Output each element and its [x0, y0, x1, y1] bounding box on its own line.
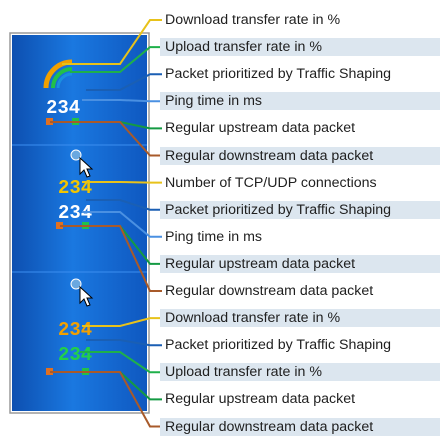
download-rate-arc — [43, 59, 73, 89]
ping-digits: 234 — [46, 97, 80, 119]
callout-label: Regular downstream data packet — [160, 146, 440, 165]
traffic-arc — [56, 72, 73, 89]
callout-line — [86, 73, 162, 91]
cursor-icon — [70, 149, 94, 178]
callout-label: Number of TCP/UDP connections — [165, 174, 377, 191]
callout-label: Regular downstream data packet — [165, 283, 374, 299]
callout-label: Download transfer rate in % — [165, 12, 341, 28]
callout-label: Ping time in ms — [165, 228, 262, 245]
callout-label: Packet prioritized by Traffic Shaping — [160, 200, 440, 219]
callout-label: Packet prioritized by Traffic Shaping — [165, 337, 392, 354]
cursor-icon — [70, 278, 94, 307]
callout-line — [82, 317, 162, 327]
callout-line — [82, 181, 162, 184]
ping-digits: 234 — [58, 202, 92, 224]
upload-rate-arc — [51, 67, 73, 89]
callout-line — [50, 121, 162, 157]
callout-line — [82, 99, 162, 103]
callout-line — [70, 46, 162, 73]
downstream-packet-square — [56, 222, 63, 229]
callout-label: Upload transfer rate in % — [160, 38, 440, 57]
callout-label: Packet prioritized by Traffic Shaping — [165, 66, 392, 83]
callout-line — [82, 211, 162, 238]
netmeter-icon-top[interactable]: 234 — [43, 59, 80, 125]
upload-rate-digits: 234 — [58, 344, 92, 366]
callout-label: Regular upstream data packet — [165, 120, 356, 137]
callout-label: Download transfer rate in % — [160, 309, 440, 328]
callout-line — [86, 199, 162, 211]
callout-label: Upload transfer rate in % — [160, 363, 440, 382]
netmeter-icon-bottom[interactable]: 234 234 — [46, 319, 92, 375]
callout-line — [62, 19, 162, 65]
callout-line — [50, 371, 162, 428]
callout-label: Regular downstream data packet — [160, 417, 440, 436]
callout-label: Regular upstream data packet — [160, 254, 440, 273]
downstream-packet-square — [46, 368, 53, 375]
download-rate-digits: 234 — [58, 319, 92, 341]
callout-lines — [50, 19, 162, 428]
taskbar-strip — [12, 35, 147, 411]
callout-line — [80, 351, 162, 374]
callout-line — [60, 225, 162, 292]
callout-line — [86, 339, 162, 347]
downstream-packet-square — [46, 118, 53, 125]
callout-label: Regular upstream data packet — [165, 391, 356, 408]
callout-label: Ping time in ms — [160, 92, 440, 111]
